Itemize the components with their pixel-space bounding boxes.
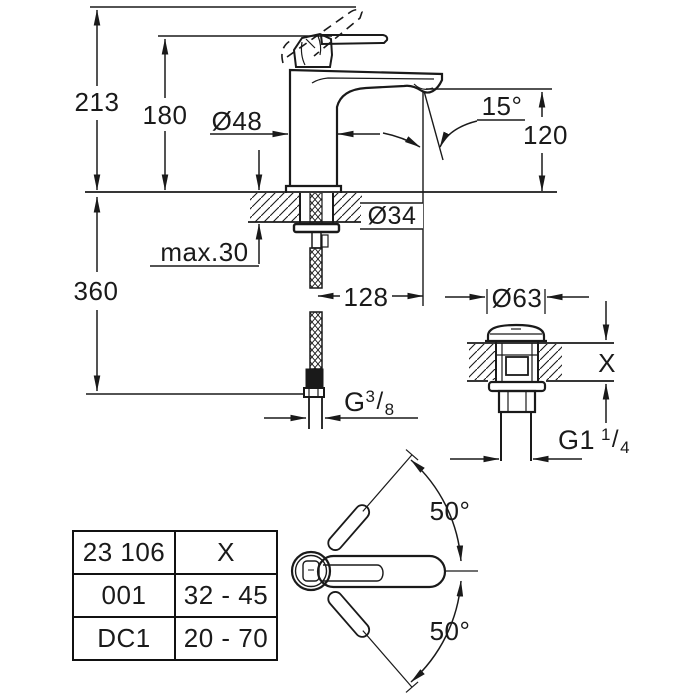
handle-raised-outline xyxy=(281,8,363,64)
table-cell: 23 106 xyxy=(72,530,176,575)
dim-base-diameter: Ø48 xyxy=(211,106,263,136)
spec-table: 23 106 X 001 32 - 45 DC1 20 - 70 xyxy=(72,530,278,661)
table-cell: X xyxy=(174,530,278,575)
waste-thread-slash: / xyxy=(611,426,620,453)
dim-supply-thread: G3/8 xyxy=(344,387,395,420)
supply-thread-slash: / xyxy=(376,388,384,415)
dim-handle-swing-lower: 50° xyxy=(429,616,471,646)
handle-top-view xyxy=(290,449,478,693)
table-cell: 001 xyxy=(72,573,176,618)
dim-waste-thread: G1 1/4 xyxy=(558,425,631,458)
hole-diameter-box xyxy=(360,202,423,230)
faucet-body xyxy=(284,68,444,193)
table-row: 001 32 - 45 xyxy=(72,573,278,618)
table-cell: DC1 xyxy=(72,616,176,661)
table-cell: 32 - 45 xyxy=(174,573,278,618)
flexible-hose xyxy=(303,247,325,429)
stream-angle-lines xyxy=(382,90,525,306)
table-row: 23 106 X xyxy=(72,530,278,575)
dim-spout-height: 120 xyxy=(523,120,568,150)
dim-max-deck-thickness: max.30 xyxy=(160,237,249,267)
dim-spout-reach: 128 xyxy=(343,282,389,312)
waste-thread-denominator: 4 xyxy=(620,438,631,457)
dim-hose-length: 360 xyxy=(73,276,119,306)
table-row: DC1 20 - 70 xyxy=(72,616,278,661)
table-cell: 20 - 70 xyxy=(174,616,278,661)
dim-waste-cap-diameter: Ø63 xyxy=(491,283,543,313)
supply-thread-denominator: 8 xyxy=(384,400,395,419)
dim-total-height: 213 xyxy=(74,87,120,117)
supply-thread-base: G xyxy=(344,387,366,417)
dim-handle-height: 180 xyxy=(142,100,188,130)
waste-thread-base: G1 xyxy=(558,425,596,455)
dimension-lines-drain xyxy=(445,289,610,463)
dim-spout-angle: 15° xyxy=(481,91,523,121)
dimension-lines-main xyxy=(86,6,552,422)
mounting-shank xyxy=(292,193,341,249)
waste-thread-numerator: 1 xyxy=(600,425,611,444)
dim-deck-thickness: X xyxy=(598,348,616,378)
handle-lever xyxy=(292,32,389,68)
counter-section-main xyxy=(85,191,557,223)
dim-handle-swing-upper: 50° xyxy=(429,496,471,526)
supply-thread-numerator: 3 xyxy=(365,387,376,406)
drain-valve-view xyxy=(467,323,614,461)
dim-hole-diameter: Ø34 xyxy=(367,202,417,230)
